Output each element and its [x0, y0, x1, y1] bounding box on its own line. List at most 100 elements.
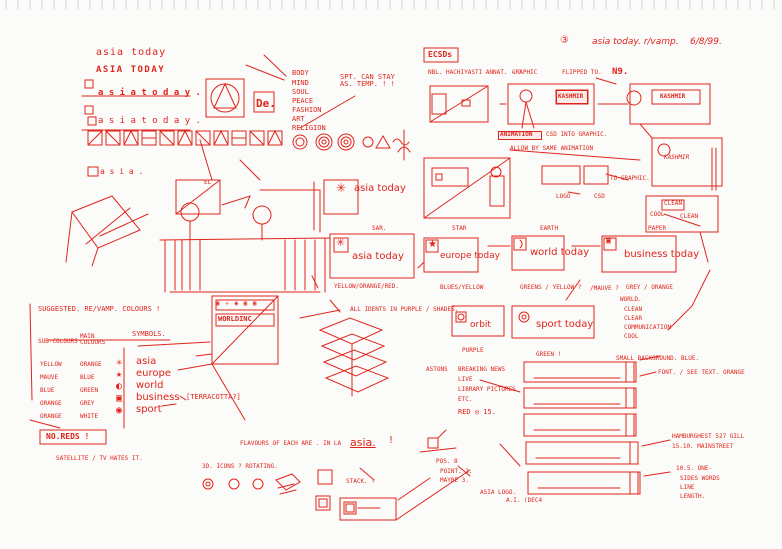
kashmir-label-2: KASHMIR: [660, 93, 686, 100]
circle-icon-2: [362, 136, 374, 148]
sport-colour: GREEN !: [536, 351, 562, 358]
mono-mark: De.: [256, 97, 276, 110]
exclaim-mark: !: [388, 435, 395, 446]
header-title: asia today. r/vamp.: [592, 37, 679, 47]
icon-strip-boxes: [87, 129, 283, 146]
side-word: RELIGION: [292, 124, 326, 132]
strip-nat-note: HAMBURGHEST 527 GILL: [672, 433, 745, 440]
worldinc-label: WORLDINC: [218, 315, 252, 323]
channel-business-label: business today: [624, 249, 700, 260]
noreds-box: [39, 429, 107, 445]
all-idents-note: ALL IDENTS IN PURPLE / SHADES.: [350, 306, 459, 313]
logo-square-3: [87, 116, 97, 126]
globe-asterisk: ✳: [336, 181, 347, 195]
row-channel-name: business: [136, 392, 180, 403]
pos-note-3: MAYBE 3.: [440, 477, 469, 484]
colour-asia: YELLOW/ORANGE/RED.: [334, 283, 400, 290]
asia-stamp-text: a s i a .: [100, 167, 144, 176]
side-word: FASHION: [292, 106, 322, 114]
logo-variant-1: asia today: [96, 47, 167, 58]
strip-font-note: FONT. / SEE TEXT. ORANGE: [658, 369, 745, 376]
allow-animation-label: ALLOW BY SAME ANIMATION: [510, 145, 594, 152]
strip-ones-note: 10.5. ONE-: [676, 465, 713, 472]
to-graphic-label: TO GRAPHIC.: [610, 175, 650, 182]
sub-colour: YELLOW: [40, 361, 62, 368]
kashmir-label-3: KASHMIR: [664, 154, 690, 161]
channel-card-business: [601, 235, 677, 273]
worldinc-panel: [177, 295, 279, 421]
channel-card-asia: [329, 233, 415, 279]
logo-label: LOGO: [556, 193, 571, 200]
strip-nat-note-2: 15.10. MAINSTREET: [672, 443, 734, 450]
clean-label-2: CLEAN: [680, 213, 699, 220]
ecsd-nbl: NBL. HACHIYASTI ANNAT. - ?: [428, 69, 522, 76]
kashmir-label-1: KASHMIR: [558, 93, 584, 100]
astons-heading: ASTONS: [426, 366, 448, 373]
europe-symbol: ★: [428, 239, 437, 250]
stamp-box: [87, 166, 99, 177]
channel-card-europe: [423, 237, 479, 273]
wave-icon: [392, 138, 410, 146]
mandala-box: [205, 78, 245, 118]
flavours-note: FLAVOURS OF EACH ARE . IN LA: [240, 440, 342, 447]
world-list-item: CLEAR: [624, 315, 643, 322]
main-colour: ORANGE: [80, 361, 102, 368]
ecsd-frame-1: [429, 85, 489, 123]
business-symbol: ▣: [606, 236, 611, 245]
clean-cool-frame: [645, 195, 719, 233]
stage-sketch: [159, 179, 359, 293]
row-symbol: ✳: [116, 357, 123, 368]
row-symbol: ◉: [116, 405, 123, 416]
ecsd-label-box: [423, 47, 459, 63]
icon-square-d: [317, 469, 333, 485]
version-note: STACK. !: [346, 478, 375, 485]
sub-colour: MAUVE: [40, 374, 59, 381]
logo-csd-frame: [541, 165, 609, 195]
side-word: PEACE: [292, 97, 314, 105]
world-list-item: COMMUNICATION: [624, 324, 671, 331]
de-box: [253, 91, 275, 113]
row-symbol: ★: [116, 369, 123, 380]
perspective-a-sketch: [65, 195, 149, 267]
row-channel-name: europe: [136, 368, 171, 379]
channel-asia-code: SAR.: [372, 225, 387, 232]
strip-note-top: SMALL BACKGROUND. BLUE.: [616, 355, 700, 362]
terracotta-note: [TERRACOTTA?]: [186, 393, 241, 401]
colour-world: GREENS / YELLOW ?: [520, 284, 582, 291]
header-date: 6/8/99.: [690, 37, 722, 47]
channel-europe-code: STAR: [452, 225, 467, 232]
tv-screen-1: [175, 179, 221, 215]
orbit-card: [451, 305, 505, 337]
panel-symbols-row: ▣ ✳ ◉ ▣ ▣: [216, 300, 258, 307]
circle-icon-1: [292, 134, 308, 150]
side-word: MIND: [292, 79, 309, 87]
icons-note: 3D. ICONS ? ROTATING.: [202, 463, 278, 470]
arrow-to-sun: [245, 64, 285, 81]
logo-variant-2: ASIA TODAY: [96, 65, 166, 75]
aston-item: LIBRARY PICTURES: [458, 386, 516, 393]
ecsd-frame-3: [626, 83, 711, 125]
pos-note-2: POINT. 2.: [440, 468, 473, 475]
kashmir-box-1: [556, 90, 588, 104]
icon-circle-b: [228, 478, 240, 490]
main-colour: BLUE: [80, 374, 95, 381]
row-channel-name: asia: [136, 356, 157, 367]
channel-world-label: world today: [530, 247, 590, 258]
logo-square-2: [84, 105, 94, 115]
no-reds-note: NO.REDS !: [46, 432, 90, 441]
channel-world-code: EARTH: [540, 225, 559, 232]
world-list-item: COOL: [624, 333, 639, 340]
globe-asia-today: asia today: [354, 183, 406, 194]
ecsd-flipped: FLIPPED TO.: [562, 69, 602, 76]
kashmir-frame-final: [651, 137, 723, 191]
aston-item: BREAKING NEWS: [458, 366, 505, 373]
main-colour: GREEN: [80, 387, 99, 394]
aston-item: LIVE: [458, 376, 473, 383]
pos-square: [427, 437, 439, 449]
tv-screen-2: [323, 179, 359, 215]
small-ident-square: [315, 495, 331, 511]
spt-note: SPT. CAN STAY AS. TEMP. ! !: [340, 73, 395, 88]
asia-logo-small-note: ASIA LOGO.: [480, 489, 517, 496]
